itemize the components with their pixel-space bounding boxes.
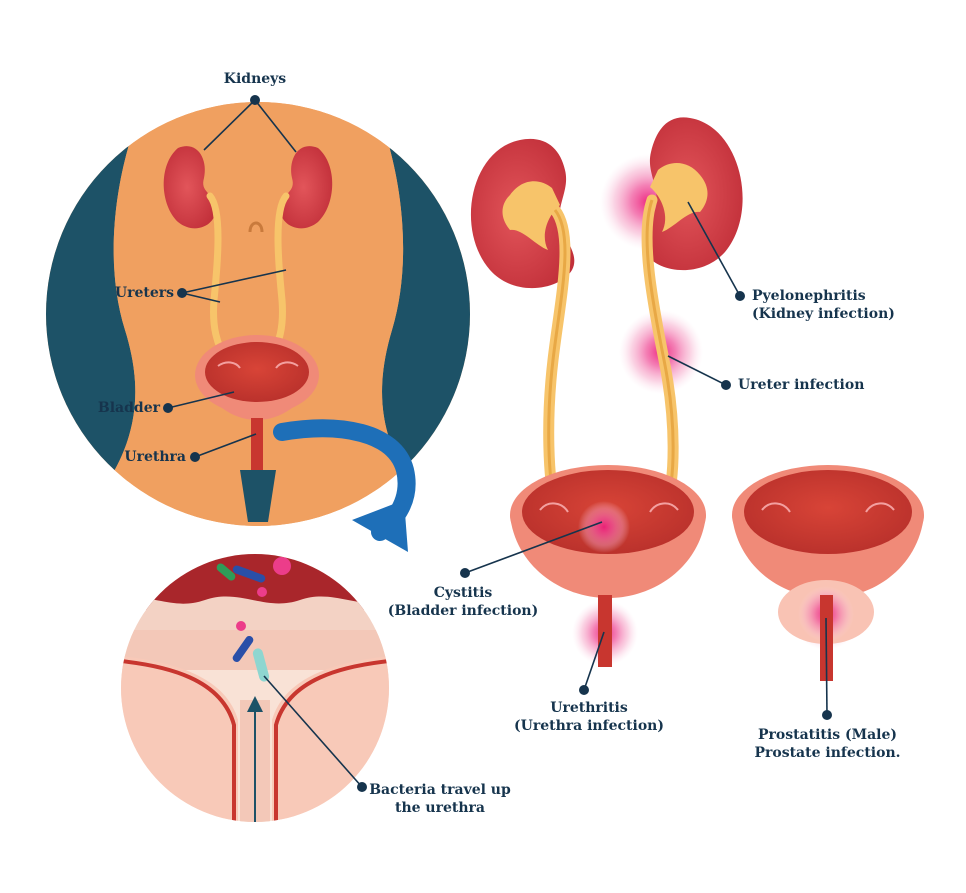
label-pointer-dot-icon	[163, 95, 832, 792]
urethra-text: Urethra	[124, 449, 186, 465]
bacteria-subtext: the urethra	[395, 800, 485, 816]
pyelonephritis-text: Pyelonephritis	[752, 288, 866, 304]
prostatitis-subtext: Prostate infection.	[754, 745, 901, 761]
label-urethra: Urethra	[86, 448, 186, 466]
label-prostatitis: Prostatitis (Male) Prostate infection.	[745, 726, 910, 762]
prostatitis-text: Prostatitis (Male)	[757, 727, 898, 743]
body-overview-circle	[46, 102, 470, 526]
urinary-tract-infection-view	[470, 117, 924, 681]
curved-arrow-icon	[273, 419, 416, 552]
cystitis-text: Cystitis	[433, 585, 493, 601]
label-cystitis: Cystitis (Bladder infection)	[383, 584, 543, 620]
label-ureters: Ureters	[80, 284, 174, 302]
bacteria-text: Bacteria travel up	[369, 782, 511, 798]
label-bacteria: Bacteria travel up the urethra	[360, 781, 520, 817]
label-ureter-infection: Ureter infection	[738, 376, 918, 394]
bladder-text: Bladder	[97, 400, 160, 416]
urethritis-subtext: (Urethra infection)	[514, 718, 664, 734]
label-urethritis: Urethritis (Urethra infection)	[504, 699, 674, 735]
label-bladder: Bladder	[60, 399, 160, 417]
leader-lines	[167, 99, 828, 788]
urethritis-text: Urethritis	[550, 700, 628, 716]
label-kidneys: Kidneys	[205, 70, 305, 88]
ureters-text: Ureters	[114, 285, 174, 301]
ureter-infection-text: Ureter infection	[738, 377, 865, 393]
cystitis-subtext: (Bladder infection)	[387, 603, 539, 619]
label-pyelonephritis: Pyelonephritis (Kidney infection)	[752, 287, 932, 323]
pyelonephritis-subtext: (Kidney infection)	[752, 306, 895, 322]
kidneys-text: Kidneys	[223, 71, 287, 87]
